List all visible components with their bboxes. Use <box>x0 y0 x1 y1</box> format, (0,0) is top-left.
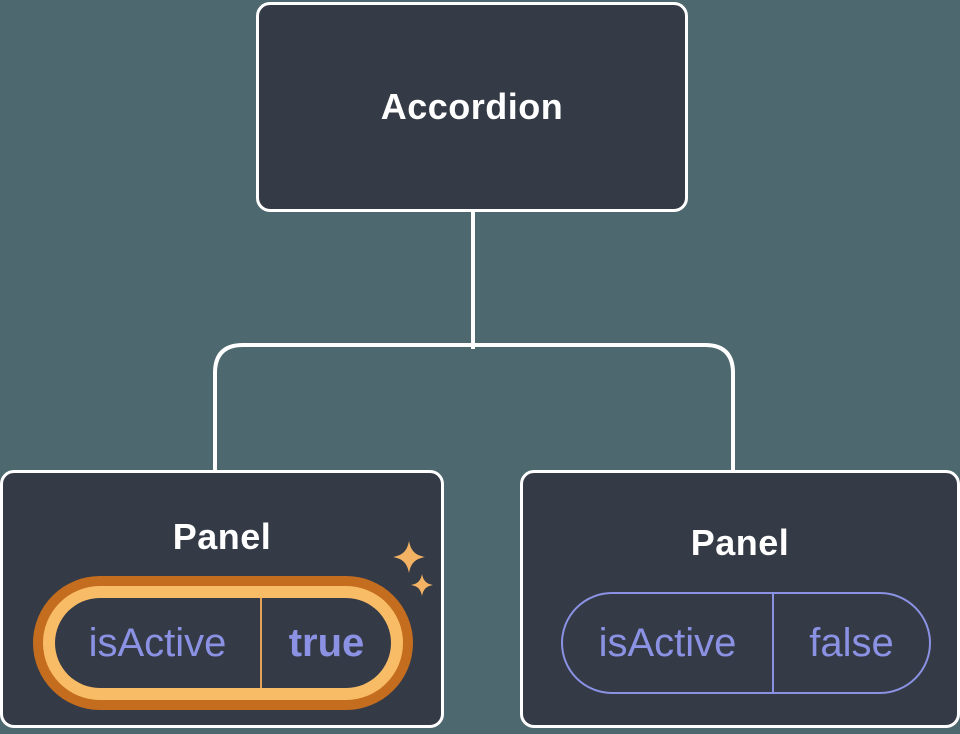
sparkles-icon <box>393 541 433 596</box>
state-pill-inactive: isActive false <box>561 592 931 694</box>
tree-node-accordion: Accordion <box>256 2 688 212</box>
state-pill-gold-ring: isActive true <box>43 586 403 700</box>
sparkle-small <box>411 574 433 596</box>
state-key-label: isActive <box>563 594 774 692</box>
tree-node-panel-active: Panel isActive true <box>0 470 444 728</box>
tree-node-panel-inactive: Panel isActive false <box>520 470 960 728</box>
panel-node-label: Panel <box>690 522 790 563</box>
state-pill-divider <box>260 598 262 688</box>
state-pill-active: isActive true <box>33 576 413 710</box>
connector-branch <box>213 343 735 474</box>
state-pill-core: isActive true <box>55 598 391 688</box>
accordion-node-label: Accordion <box>380 86 564 127</box>
state-value-label: false <box>809 620 894 665</box>
state-value-label: true <box>288 620 365 665</box>
sparkle-large <box>393 541 425 573</box>
state-key-label: isActive <box>88 620 227 665</box>
panel-node-label: Panel <box>172 516 272 557</box>
